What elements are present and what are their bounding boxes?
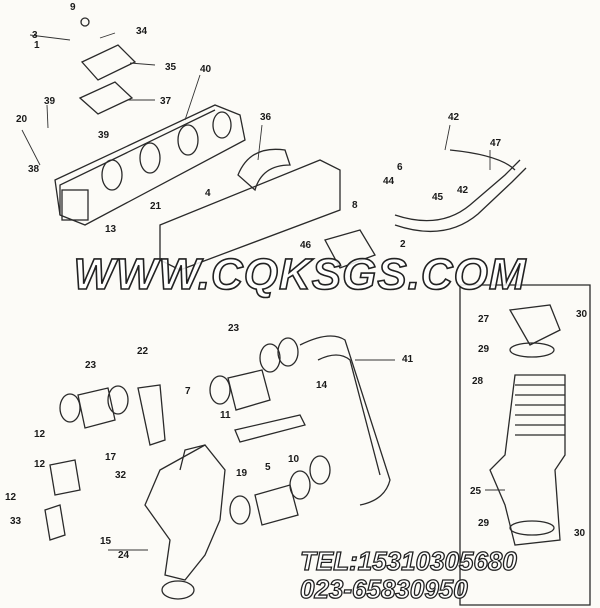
callout-7: 7	[185, 386, 191, 397]
plug	[80, 17, 90, 27]
tube-set-mid	[209, 337, 299, 411]
callout-12: 12	[5, 492, 17, 503]
callout-28: 28	[472, 376, 484, 387]
callout-4: 4	[205, 188, 211, 199]
gasket	[78, 81, 134, 115]
callout-8: 8	[352, 200, 358, 211]
callout-3: 3	[32, 30, 38, 41]
plate-left	[44, 504, 66, 541]
callout-11: 11	[220, 410, 231, 421]
callout-41: 41	[402, 354, 414, 365]
callout-47: 47	[490, 138, 502, 149]
callout-40: 40	[200, 64, 212, 75]
thermostat-housing	[508, 304, 561, 346]
tube-set-left	[59, 384, 166, 446]
callout-42: 42	[457, 185, 469, 196]
housing-left	[144, 444, 226, 600]
tube-set-lower	[229, 455, 331, 526]
pipe	[299, 335, 391, 506]
callout-13: 13	[105, 224, 117, 235]
callout-27: 27	[478, 314, 490, 325]
callout-42: 42	[448, 112, 460, 123]
cover-plate	[80, 44, 137, 81]
callout-39: 39	[98, 130, 110, 141]
callout-32: 32	[115, 470, 127, 481]
callout-30: 30	[576, 309, 588, 320]
callout-34: 34	[136, 26, 148, 37]
contact-phone: 023-65830950	[299, 573, 468, 604]
callout-29: 29	[478, 518, 490, 529]
callout-23: 23	[228, 323, 240, 334]
callout-1: 1	[34, 40, 40, 51]
callout-25: 25	[470, 486, 482, 497]
callout-12: 12	[34, 429, 46, 440]
seal-ring	[509, 342, 555, 358]
callout-38: 38	[28, 164, 40, 175]
callout-44: 44	[383, 176, 395, 187]
callout-33: 33	[10, 516, 22, 527]
water-tube	[394, 159, 521, 222]
contact-tel: TEL:15310305680	[299, 545, 517, 576]
callout-2: 2	[400, 239, 406, 250]
callout-45: 45	[432, 192, 444, 203]
callout-21: 21	[150, 201, 162, 212]
callout-17: 17	[105, 452, 117, 463]
leader-lines	[21, 32, 505, 551]
bracket-left	[49, 459, 81, 496]
housing-right	[489, 374, 566, 546]
callout-35: 35	[165, 62, 177, 73]
callout-39: 39	[44, 96, 56, 107]
callout-37: 37	[160, 96, 172, 107]
watermark-text: WWW.CQKSGS.COM	[73, 249, 527, 300]
elbow	[237, 148, 291, 192]
callout-9: 9	[70, 2, 76, 13]
callout-30: 30	[574, 528, 586, 539]
callout-6: 6	[397, 162, 403, 173]
callout-20: 20	[16, 114, 28, 125]
callout-19: 19	[236, 468, 248, 479]
callout-10: 10	[288, 454, 300, 465]
connector	[324, 229, 376, 269]
callout-36: 36	[260, 112, 272, 123]
callout-46: 46	[300, 240, 312, 251]
bracket	[234, 414, 306, 443]
callout-5: 5	[265, 462, 271, 473]
exhaust-manifold	[54, 104, 246, 226]
callout-12: 12	[34, 459, 46, 470]
hose	[449, 149, 516, 171]
callout-15: 15	[100, 536, 112, 547]
callout-24: 24	[118, 550, 130, 561]
callout-14: 14	[316, 380, 328, 391]
callout-22: 22	[137, 346, 149, 357]
detail-frame	[459, 284, 591, 606]
heat-shield	[159, 159, 341, 271]
callout-29: 29	[478, 344, 490, 355]
callout-23: 23	[85, 360, 97, 371]
